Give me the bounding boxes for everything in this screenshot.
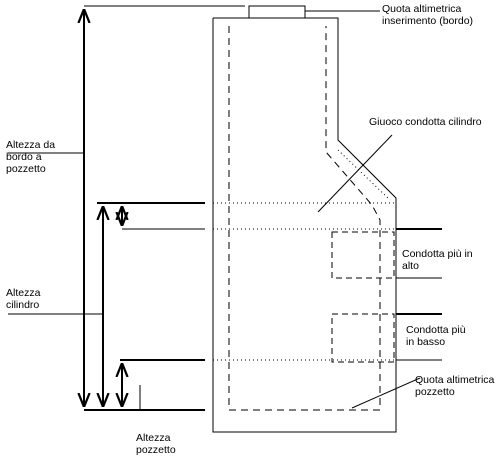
label-altezza-cilindro-line1: Altezza xyxy=(6,287,41,299)
inner-dashed-wall xyxy=(228,26,381,411)
label-condotta-basso-line2: in basso xyxy=(406,336,446,348)
label-quota-bordo: Quota altimetrica inserimento (bordo) xyxy=(382,3,473,27)
chamber-outline xyxy=(212,5,397,433)
leader-gioco xyxy=(317,134,393,213)
label-quota-pozzetto-line2: pozzetto xyxy=(415,386,455,398)
label-altezza-cilindro-line2: cilindro xyxy=(6,299,40,311)
label-quota-pozzetto: Quota altimetrica pozzetto xyxy=(415,374,494,398)
leader-lines xyxy=(8,10,421,410)
label-altezza-bordo-line2: bordo a xyxy=(6,151,42,163)
label-condotta-basso-line1: Condotta più xyxy=(406,324,466,336)
label-condotta-alto-line1: Condotta più in xyxy=(402,248,473,260)
label-altezza-pozzetto-line1: Altezza xyxy=(136,432,171,444)
dotted-pipe-lines xyxy=(213,149,396,361)
label-quota-bordo-line2: inserimento (bordo) xyxy=(382,15,474,27)
label-altezza-bordo-line1: Altezza da xyxy=(6,139,56,151)
label-condotta-alto: Condotta più in alto xyxy=(402,248,473,272)
label-condotta-alto-line2: alto xyxy=(402,260,419,272)
rim-cap xyxy=(248,5,306,19)
pipe-stubs-right xyxy=(396,228,442,315)
pipe-boxes xyxy=(331,231,395,363)
label-quota-bordo-line1: Quota altimetrica xyxy=(382,3,462,15)
upper-pipe-box xyxy=(331,231,395,279)
label-condotta-basso: Condotta più in basso xyxy=(406,324,466,348)
label-gioco-condotta: Giuoco condotta cilindro xyxy=(369,116,482,128)
outer-wall xyxy=(212,17,397,433)
level-lines-left-thin xyxy=(84,5,245,230)
dimension-arrows xyxy=(84,9,122,407)
label-quota-pozzetto-line1: Quota altimetrica xyxy=(415,374,495,386)
label-altezza-pozzetto-line2: pozzetto xyxy=(136,444,176,456)
lower-pipe-box xyxy=(331,313,395,363)
label-altezza-pozzetto: Altezza pozzetto xyxy=(136,432,176,456)
level-lines-left xyxy=(84,202,205,411)
pipe-stubs-right-thin xyxy=(396,277,442,361)
label-altezza-bordo-line3: pozzetto xyxy=(6,163,46,175)
label-altezza-cilindro: Altezza cilindro xyxy=(6,287,40,311)
leader-quota-pozzetto xyxy=(351,377,421,409)
label-altezza-bordo-pozzetto: Altezza da bordo a pozzetto xyxy=(6,139,55,175)
label-gioco-line1: Giuoco condotta cilindro xyxy=(369,116,482,128)
